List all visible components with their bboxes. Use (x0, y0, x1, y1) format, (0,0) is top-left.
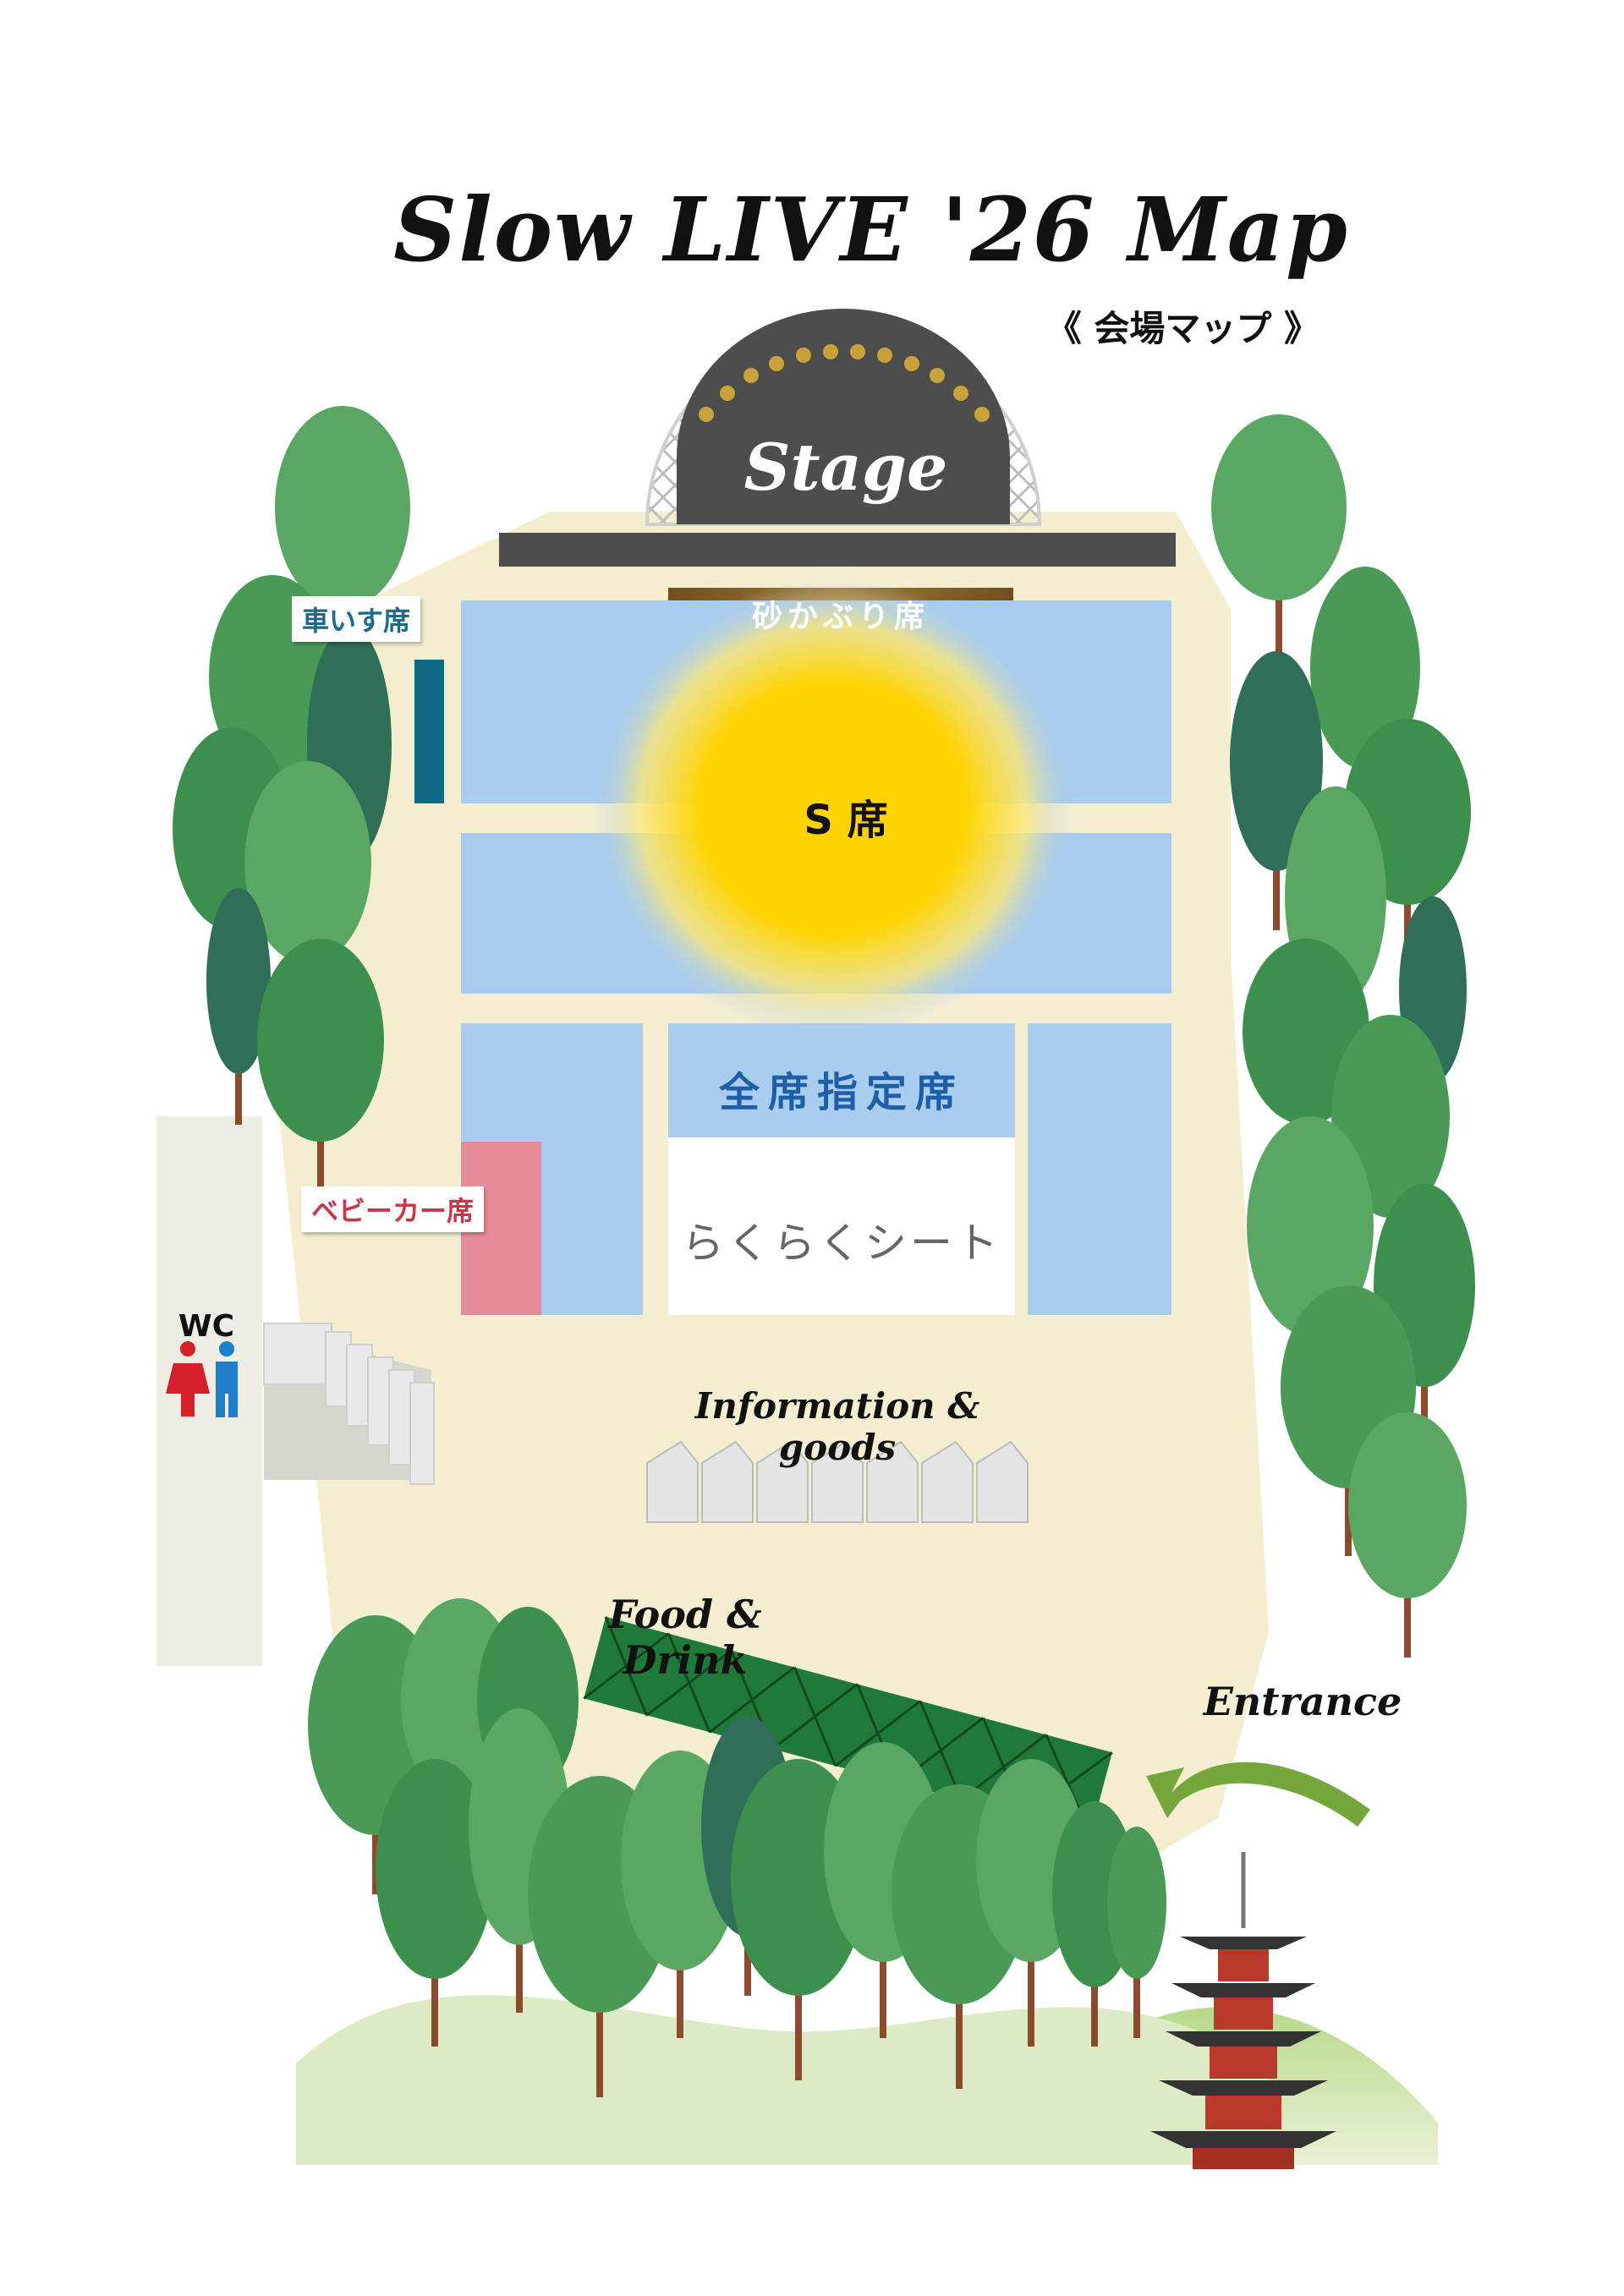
stairs-steps (263, 1323, 435, 1485)
wheelchair-seat-block (414, 660, 444, 803)
seat-block-lower-right (1028, 1023, 1171, 1315)
wc-label: WC (178, 1309, 235, 1344)
s-seat-label: S 席 (804, 797, 888, 844)
tree-icon (1107, 1827, 1166, 2038)
stage-front-bar (499, 533, 1176, 567)
trees-left (173, 406, 410, 1192)
tree-icon (1211, 414, 1347, 693)
s-seat-glow (592, 579, 1074, 1036)
tree-icon (1247, 1116, 1374, 1378)
stage-dome-icon (645, 309, 1042, 526)
trees-bottom (308, 1598, 1166, 2097)
tree-icon (257, 939, 384, 1192)
tree-icon (376, 1759, 494, 2047)
info-goods-label: Information & goods (694, 1385, 980, 1468)
stage-label: Stage (743, 430, 948, 505)
easy-seat-block (668, 1137, 1015, 1315)
front-row-label: 砂かぶり席 (751, 600, 930, 634)
tree-icon (1348, 1412, 1467, 1658)
trees-right (1211, 414, 1475, 1658)
entrance-arrow-icon (1146, 1762, 1370, 1827)
wheelchair-seat-label: 車いす席 (292, 596, 421, 642)
food-drink-label: Food & Drink (608, 1592, 762, 1683)
hill-bottom (296, 1995, 1269, 2165)
tree-icon (1230, 651, 1323, 930)
seat-block-lower-center (668, 1023, 1015, 1137)
entrance-label: Entrance (1203, 1679, 1402, 1724)
toilet-icon (166, 1341, 238, 1417)
tree-icon (206, 888, 271, 1125)
map-subtitle: 《 会場マップ 》 (1045, 308, 1320, 349)
map-title: Slow LIVE '26 Map (393, 178, 1349, 282)
stroller-seat-label: ベビーカー席 (301, 1186, 485, 1232)
tree-icon (1310, 567, 1420, 812)
reserved-label: 全席指定席 (718, 1069, 964, 1116)
easy-seat-label: らくらくシート (682, 1219, 1001, 1268)
pagoda-icon (1150, 1852, 1336, 2169)
info-tents (646, 1440, 1029, 1523)
